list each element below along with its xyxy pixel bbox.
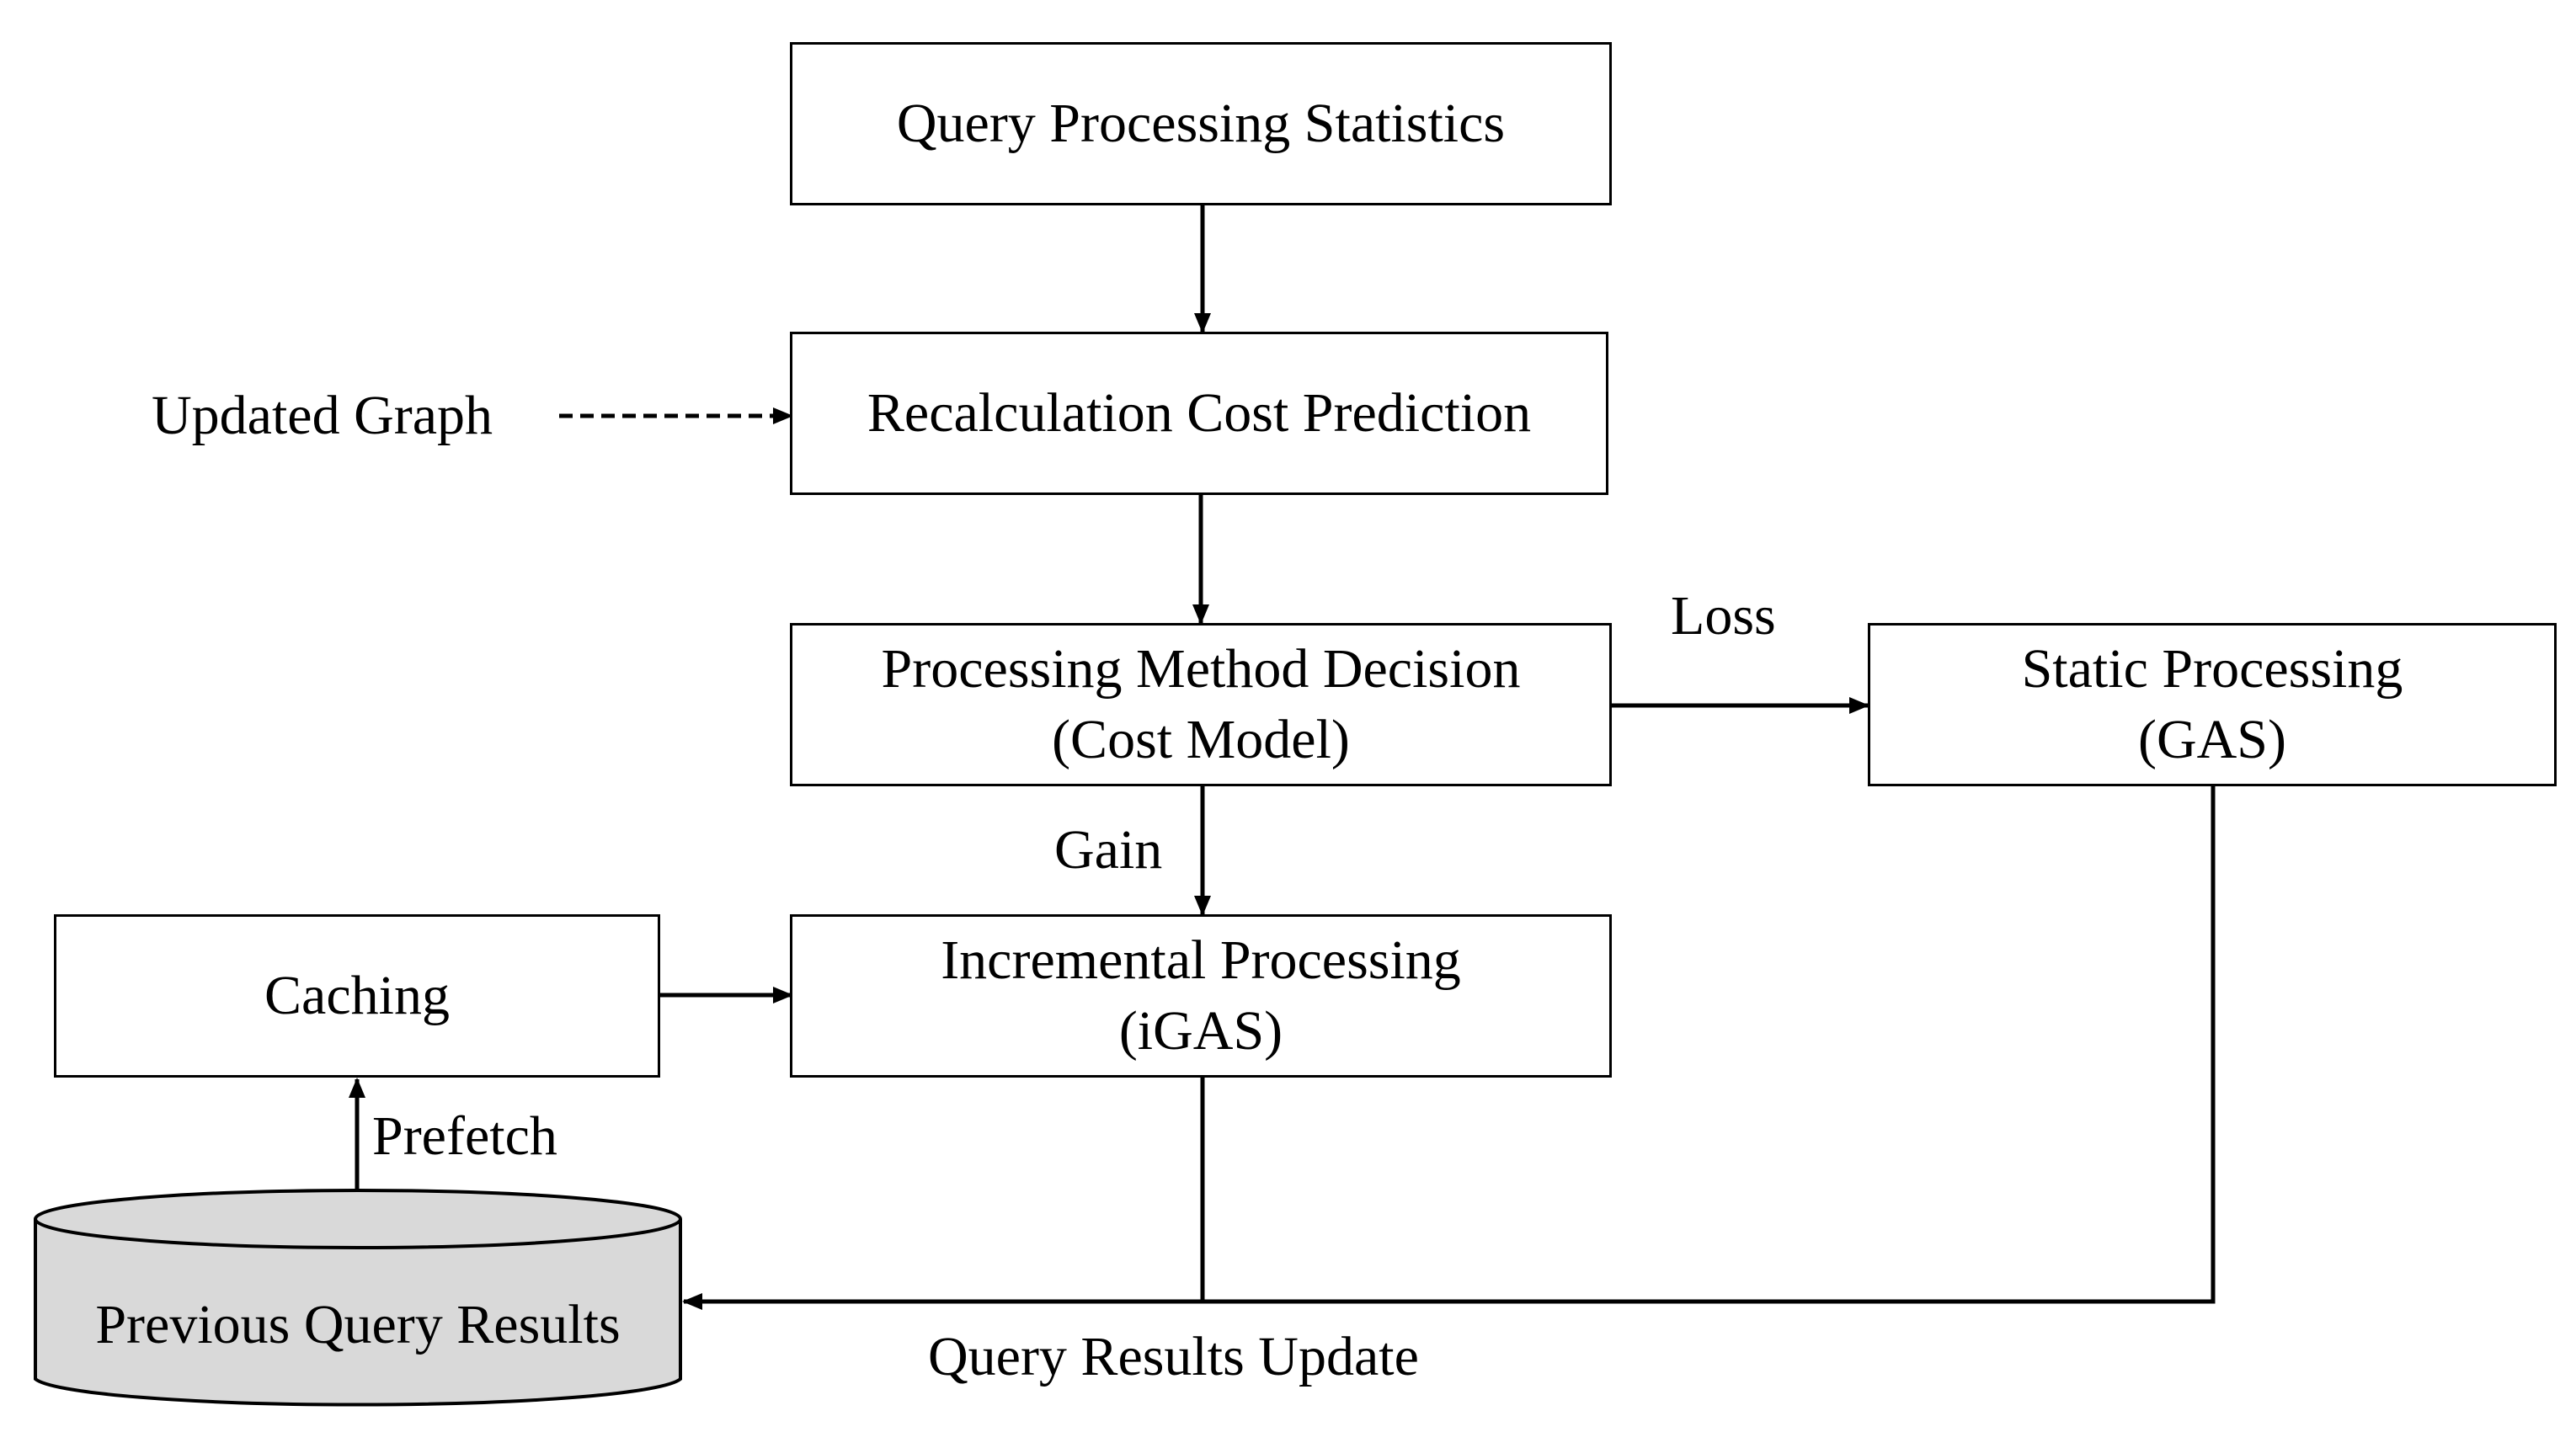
previous-query-results-label: Previous Query Results <box>95 1294 621 1355</box>
prefetch-label: Prefetch <box>372 1105 557 1167</box>
method-decision-box: Processing Method Decision (Cost Model) <box>790 623 1612 786</box>
incremental-processing-label: Incremental Processing <box>941 929 1461 991</box>
static-processing-box: Static Processing (GAS) <box>1868 623 2557 786</box>
caching-box: Caching <box>54 914 660 1078</box>
method-decision-label: Processing Method Decision <box>881 638 1521 700</box>
gain-label: Gain <box>1054 819 1163 881</box>
caching-label: Caching <box>264 965 450 1026</box>
incremental-processing-sublabel: (iGAS) <box>1118 1000 1283 1062</box>
query-results-update-label: Query Results Update <box>928 1326 1419 1387</box>
line-static-to-results <box>1203 785 2216 1304</box>
static-processing-label: Static Processing <box>2021 638 2403 700</box>
static-processing-sublabel: (GAS) <box>2138 709 2286 770</box>
incremental-processing-box: Incremental Processing (iGAS) <box>790 914 1612 1078</box>
method-decision-sublabel: (Cost Model) <box>1052 709 1350 770</box>
updated-graph-label: Updated Graph <box>152 385 493 446</box>
loss-label: Loss <box>1671 585 1776 647</box>
cost-prediction-box: Recalculation Cost Prediction <box>790 332 1608 495</box>
cost-prediction-label: Recalculation Cost Prediction <box>867 382 1532 444</box>
query-stats-label: Query Processing Statistics <box>896 93 1506 154</box>
query-stats-box: Query Processing Statistics <box>790 42 1612 205</box>
database-cylinder <box>34 1189 682 1407</box>
